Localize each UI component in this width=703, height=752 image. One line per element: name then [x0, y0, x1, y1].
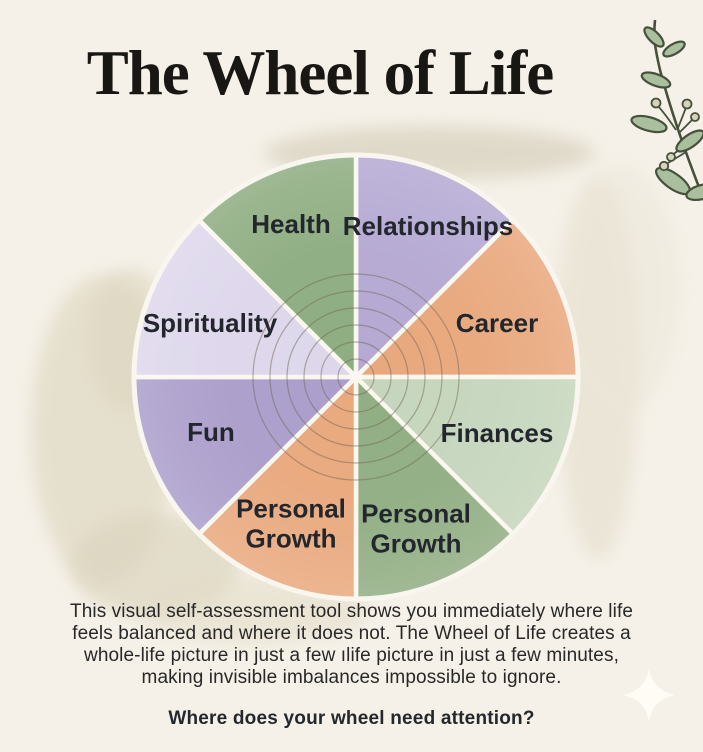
- berry: [681, 98, 693, 110]
- description-line: This visual self-assessment tool shows y…: [70, 601, 633, 622]
- page-title: The Wheel of Life: [86, 38, 555, 108]
- berry: [690, 112, 700, 122]
- sparkle-icon: [623, 668, 675, 722]
- botanical-branch-icon: [630, 19, 703, 202]
- leaf: [630, 114, 668, 134]
- wheel-label-career: Career: [455, 307, 539, 338]
- leaf: [640, 71, 672, 89]
- wheel-label-relationships: Relationships: [342, 210, 514, 241]
- description-line: making invisible imbalances impossible t…: [141, 667, 562, 688]
- wheel-label-personal-growth-left: Personal Growth: [236, 493, 346, 554]
- question-text: Where does your wheel need attention?: [168, 708, 535, 729]
- leaf: [643, 26, 665, 48]
- leaf: [662, 40, 686, 58]
- berry: [658, 160, 670, 172]
- wash-right-upper: [556, 165, 680, 415]
- wheel-light-overlay: [135, 156, 577, 598]
- description-line: whole-life picture in just a few ılife p…: [84, 645, 619, 666]
- leaf: [685, 182, 703, 202]
- description-line: feels balanced and where it does not. Th…: [72, 623, 631, 644]
- wheel-label-spirituality: Spirituality: [142, 307, 278, 338]
- berry: [650, 97, 662, 109]
- berry: [666, 152, 676, 162]
- leaf: [675, 129, 703, 153]
- wheel-outer-rim: [131, 152, 581, 602]
- wheel-label-fun: Fun: [187, 416, 235, 447]
- wheel-label-personal-growth-right: Personal Growth: [361, 498, 471, 559]
- berries: [650, 97, 700, 172]
- wheel-label-health: Health: [251, 208, 331, 239]
- wheel-label-finances: Finances: [440, 417, 554, 448]
- description-text: This visual self-assessment tool shows y…: [0, 601, 703, 689]
